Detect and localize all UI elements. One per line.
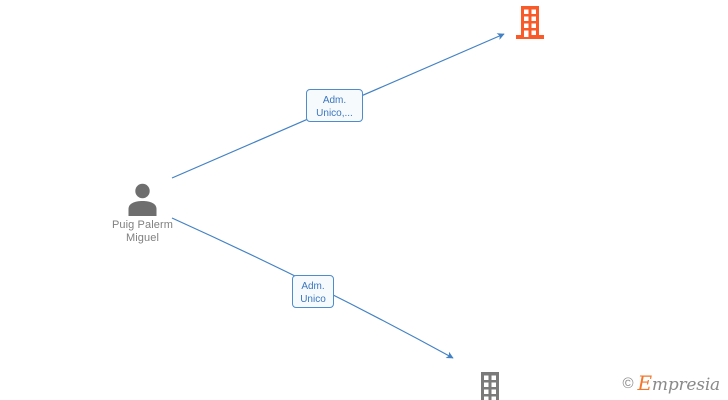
person-name-label: Puig Palerm Miguel (111, 219, 173, 244)
brand-rest: mpresia (651, 375, 720, 395)
node-company-orange[interactable] (512, 4, 548, 49)
edge-label-upper[interactable]: Adm. Unico,... (306, 89, 363, 122)
node-company-grey[interactable] (472, 370, 508, 400)
watermark: © Empresia (622, 373, 720, 394)
brand-name: Empresia (638, 373, 721, 394)
node-person[interactable]: Puig Palerm Miguel (95, 182, 190, 245)
copyright-icon: © (622, 375, 634, 392)
person-avatar-icon (128, 183, 157, 216)
building-icon (516, 6, 544, 39)
brand-initial: E (637, 371, 653, 395)
edge-label-lower[interactable]: Adm. Unico (292, 275, 334, 308)
building-icon (481, 372, 499, 400)
